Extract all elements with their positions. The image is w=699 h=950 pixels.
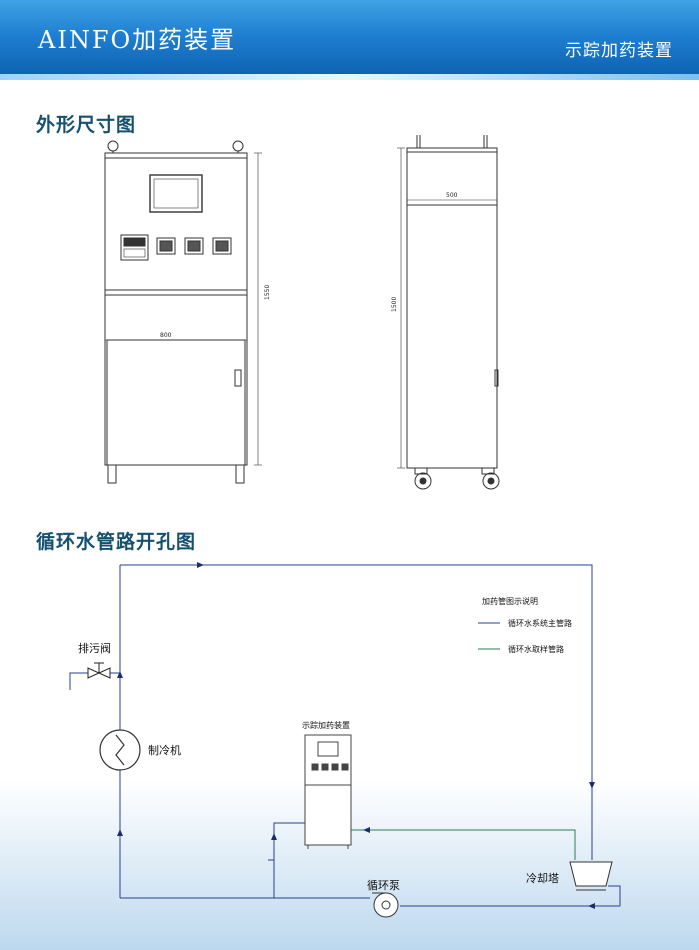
lower-door (106, 339, 246, 466)
side-height-label: 1500 (391, 297, 398, 312)
door-handle (234, 369, 242, 387)
wheel-left (414, 472, 432, 490)
dosing-device (304, 734, 352, 849)
piping-diagram: 排污阀 制冷机 示踪加药装置 循环泵 冷却塔 加药管图示说明 循环水系统主管路 … (69, 562, 621, 918)
cooling-tower (569, 861, 613, 891)
foot-left (107, 464, 117, 484)
front-height-label: 1550 (264, 285, 271, 300)
section-title-dimensions: 外形尺寸图 (36, 114, 137, 136)
front-width-label: 800 (160, 332, 172, 339)
meter-3 (212, 237, 232, 255)
valve-label: 排污阀 (78, 641, 111, 655)
legend-item-sample: 循环水取样管路 (508, 644, 564, 654)
drain-valve (87, 662, 111, 679)
flow-arrows (117, 562, 595, 909)
touch-screen (149, 174, 203, 213)
circulation-pump (372, 892, 399, 918)
dimension-drawing: 800 1550 500 1500 (104, 135, 500, 490)
meter-2 (184, 237, 204, 255)
chiller (99, 729, 141, 771)
side-view (397, 135, 500, 490)
tower-label: 冷却塔 (526, 872, 559, 885)
main-pipes (69, 564, 621, 907)
chiller-label: 制冷机 (148, 743, 181, 757)
device-label: 示踪加药装置 (302, 720, 350, 730)
header-banner: AINFO加药装置 示踪加药装置 (0, 0, 699, 80)
side-depth-label: 500 (446, 192, 458, 199)
header-subtitle: 示踪加药装置 (565, 41, 673, 61)
controller-panel (120, 234, 149, 261)
header-stripe (0, 74, 699, 80)
header-title: AINFO加药装置 (38, 26, 237, 54)
section-title-piping: 循环水管路开孔图 (36, 531, 197, 553)
legend-item-main: 循环水系统主管路 (508, 618, 572, 628)
lifting-eye-right (232, 140, 244, 152)
meter-1 (156, 237, 176, 255)
cabinet-front (104, 152, 248, 466)
wheel-right (482, 472, 500, 490)
legend-title: 加药管图示说明 (482, 596, 538, 606)
pump-label: 循环泵 (367, 879, 400, 892)
lifting-eye-left (107, 140, 119, 152)
sample-pipes (350, 829, 576, 860)
foot-right (235, 464, 245, 484)
front-view (104, 140, 262, 484)
